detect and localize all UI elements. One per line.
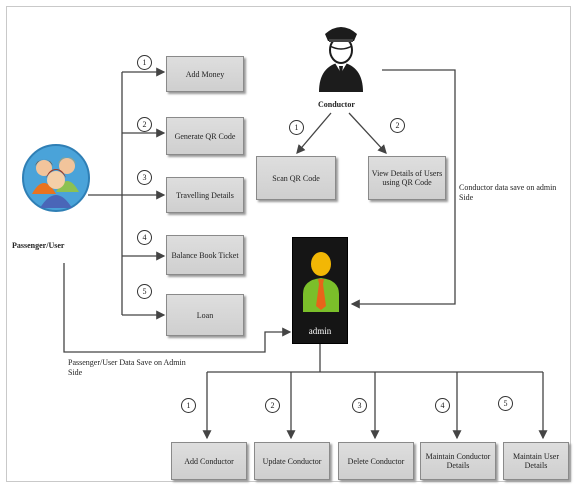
arrow-view-details <box>348 112 387 154</box>
loan-box[interactable]: Loan <box>166 294 244 336</box>
balance-book-ticket-box[interactable]: Balance Book Ticket <box>166 235 244 275</box>
passenger-data-note: Passenger/User Data Save on Admin Side <box>68 358 186 377</box>
travelling-details-box[interactable]: Travelling Details <box>166 177 244 213</box>
admin-label: admin <box>308 326 332 336</box>
arrow-scan-qr <box>296 112 332 154</box>
view-user-details-box[interactable]: View Details of Users using QR Code <box>368 156 446 200</box>
passenger-group-icon <box>22 144 90 212</box>
admin-item-number-5: 5 <box>498 396 513 411</box>
admin-item-number-2: 2 <box>265 398 280 413</box>
add-money-box[interactable]: Add Money <box>166 56 244 92</box>
passenger-item-number-5: 5 <box>137 284 152 299</box>
conductor-item-number-1: 1 <box>289 120 304 135</box>
delete-conductor-box[interactable]: Delete Conductor <box>338 442 414 480</box>
admin-person-icon <box>303 252 339 312</box>
admin-item-number-1: 1 <box>181 398 196 413</box>
admin-item-number-4: 4 <box>435 398 450 413</box>
passenger-item-number-3: 3 <box>137 170 152 185</box>
scan-qr-code-box[interactable]: Scan QR Code <box>256 156 336 200</box>
update-conductor-box[interactable]: Update Conductor <box>254 442 330 480</box>
admin-item-number-3: 3 <box>352 398 367 413</box>
maintain-conductor-details-box[interactable]: Maintain Conductor Details <box>420 442 496 480</box>
conductor-label: Conductor <box>318 100 355 109</box>
generate-qr-code-box[interactable]: Generate QR Code <box>166 117 244 155</box>
arrow-passenger-to-admin <box>63 263 292 353</box>
arrow-conductor-to-admin <box>350 69 456 309</box>
passenger-label: Passenger/User <box>12 241 65 250</box>
passenger-item-number-1: 1 <box>137 55 152 70</box>
maintain-user-details-box[interactable]: Maintain User Details <box>503 442 569 480</box>
passenger-item-number-2: 2 <box>137 117 152 132</box>
diagram-frame <box>6 6 571 482</box>
conductor-person-icon <box>319 27 363 92</box>
passenger-item-number-4: 4 <box>137 230 152 245</box>
conductor-data-note: Conductor data save on admin Side <box>459 183 557 202</box>
conductor-item-number-2: 2 <box>390 118 405 133</box>
add-conductor-box[interactable]: Add Conductor <box>171 442 247 480</box>
admin-node[interactable]: admin <box>292 237 348 344</box>
